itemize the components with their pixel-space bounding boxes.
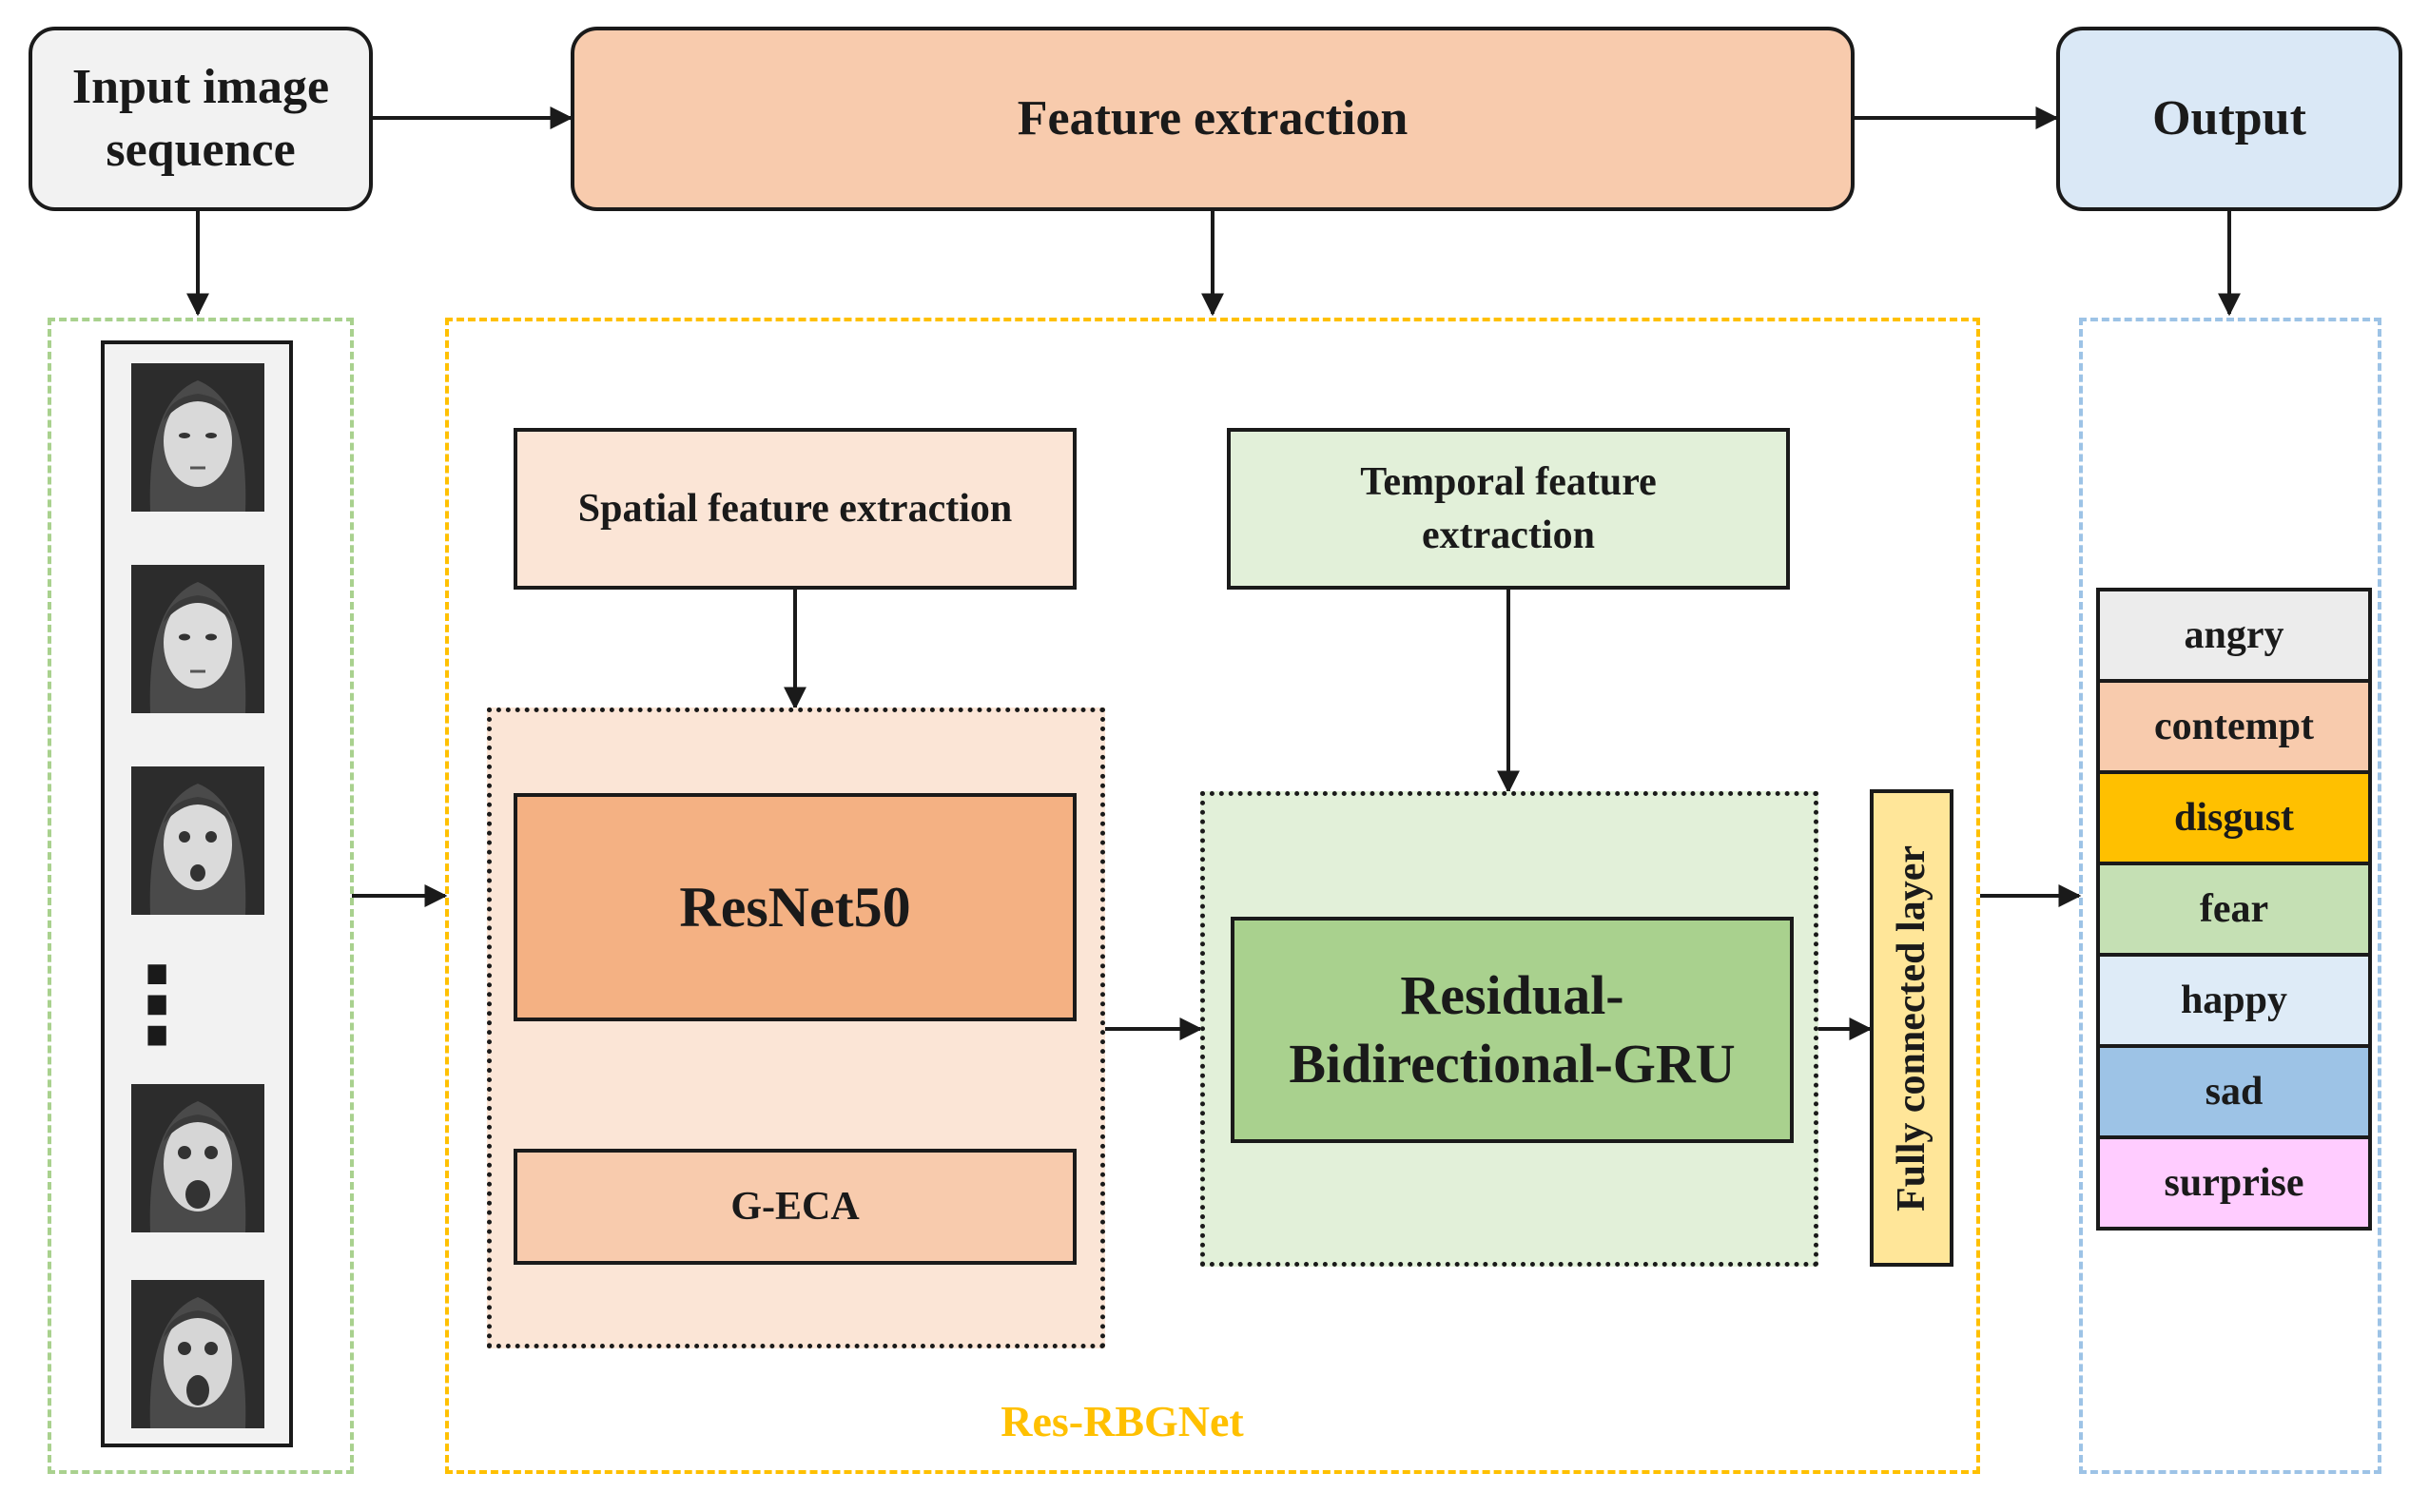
res-rbgnet-panel	[445, 318, 1980, 1474]
image-sequence-strip: ⋮	[101, 340, 293, 1447]
fully-connected-layer-label: Fully connected layer	[1890, 844, 1933, 1212]
temporal-feature-extraction-label: Temporal feature extraction	[1360, 460, 1657, 557]
emotion-disgust: disgust	[2096, 770, 2372, 865]
face-frame-2	[131, 565, 264, 713]
face-neutral-icon	[131, 565, 264, 713]
emotion-surprise: surprise	[2096, 1135, 2372, 1231]
image-sequence-panel	[48, 318, 354, 1474]
res-rbgnet-title: Res-RBGNet	[1001, 1397, 1244, 1445]
feature-extraction-box: Feature extraction	[571, 27, 1855, 211]
input-image-sequence-label: Input image sequence	[71, 60, 330, 177]
g-eca-block: G-ECA	[514, 1149, 1077, 1265]
residual-bigru-block: Residual-Bidirectional-GRU	[1231, 917, 1794, 1143]
face-frame-5	[131, 1280, 264, 1428]
face-frame-1	[131, 363, 264, 512]
face-neutral-icon	[131, 363, 264, 512]
face-surprise-peak-icon	[131, 1084, 264, 1232]
resnet50-block: ResNet50	[514, 793, 1077, 1021]
emotion-sad: sad	[2096, 1044, 2372, 1139]
feature-extraction-label: Feature extraction	[1017, 91, 1409, 145]
emotion-contempt: contempt	[2096, 679, 2372, 774]
emotion-class-list: angry contempt disgust fear happy sad su…	[2096, 588, 2372, 1231]
spatial-feature-extraction-label: Spatial feature extraction	[577, 487, 1013, 531]
spatial-feature-extraction-box: Spatial feature extraction	[514, 428, 1077, 590]
emotion-angry: angry	[2096, 588, 2372, 683]
resnet50-label: ResNet50	[679, 875, 911, 939]
temporal-feature-extraction-box: Temporal feature extraction	[1227, 428, 1790, 590]
residual-bigru-label: Residual-Bidirectional-GRU	[1289, 964, 1736, 1095]
g-eca-label: G-ECA	[730, 1185, 860, 1229]
input-image-sequence-box: Input image sequence	[29, 27, 373, 211]
face-frame-4	[131, 1084, 264, 1232]
emotion-fear: fear	[2096, 862, 2372, 957]
face-surprise-apex-icon	[131, 1280, 264, 1428]
face-frame-3	[131, 766, 264, 915]
output-panel	[2079, 318, 2381, 1474]
fully-connected-layer-block: Fully connected layer	[1870, 789, 1953, 1267]
ellipsis: ⋮	[105, 944, 209, 1066]
output-box: Output	[2056, 27, 2402, 211]
output-label: Output	[2152, 91, 2306, 145]
face-surprise-onset-icon	[131, 766, 264, 915]
emotion-happy: happy	[2096, 953, 2372, 1048]
